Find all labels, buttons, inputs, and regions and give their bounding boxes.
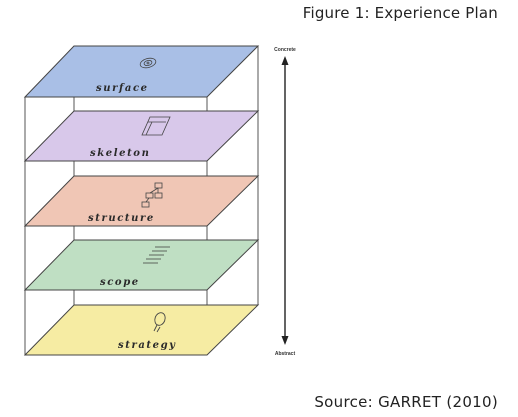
plane-surface-surface: [23, 45, 260, 98]
plane-scope-surface: [23, 239, 260, 291]
plane-label-skeleton: skeleton: [90, 148, 150, 159]
plane-skeleton-surface: [23, 110, 260, 162]
plane-label-structure: structure: [88, 213, 155, 224]
plane-strategy-surface: [23, 304, 260, 356]
plane-surface: surface: [23, 45, 260, 98]
plane-skeleton: skeleton: [23, 110, 260, 162]
plane-structure-surface: [23, 175, 260, 227]
planes-group: strategy scope: [23, 45, 260, 356]
plane-scope: scope: [23, 239, 260, 291]
eye-icon: [139, 57, 157, 69]
axis-top-label: Concrete: [274, 47, 296, 53]
lightbulb-icon: [153, 312, 166, 333]
sitemap-icon: [141, 182, 163, 208]
wireframe-icon: [141, 116, 171, 136]
axis-arrow-up-icon: [281, 56, 289, 65]
figure-source: Source: GARRET (2010): [314, 393, 498, 411]
concrete-abstract-axis: Concrete Abstract: [274, 47, 296, 357]
axis-bottom-label: Abstract: [275, 351, 296, 357]
axis-arrow-down-icon: [281, 336, 289, 345]
plane-label-strategy: strategy: [118, 340, 177, 351]
plane-label-surface: surface: [96, 83, 149, 94]
plane-strategy: strategy: [23, 304, 260, 356]
list-icon: [143, 246, 170, 264]
plane-structure: structure: [23, 175, 260, 227]
plane-label-scope: scope: [100, 277, 140, 288]
figure-title: Figure 1: Experience Plan: [302, 4, 498, 22]
